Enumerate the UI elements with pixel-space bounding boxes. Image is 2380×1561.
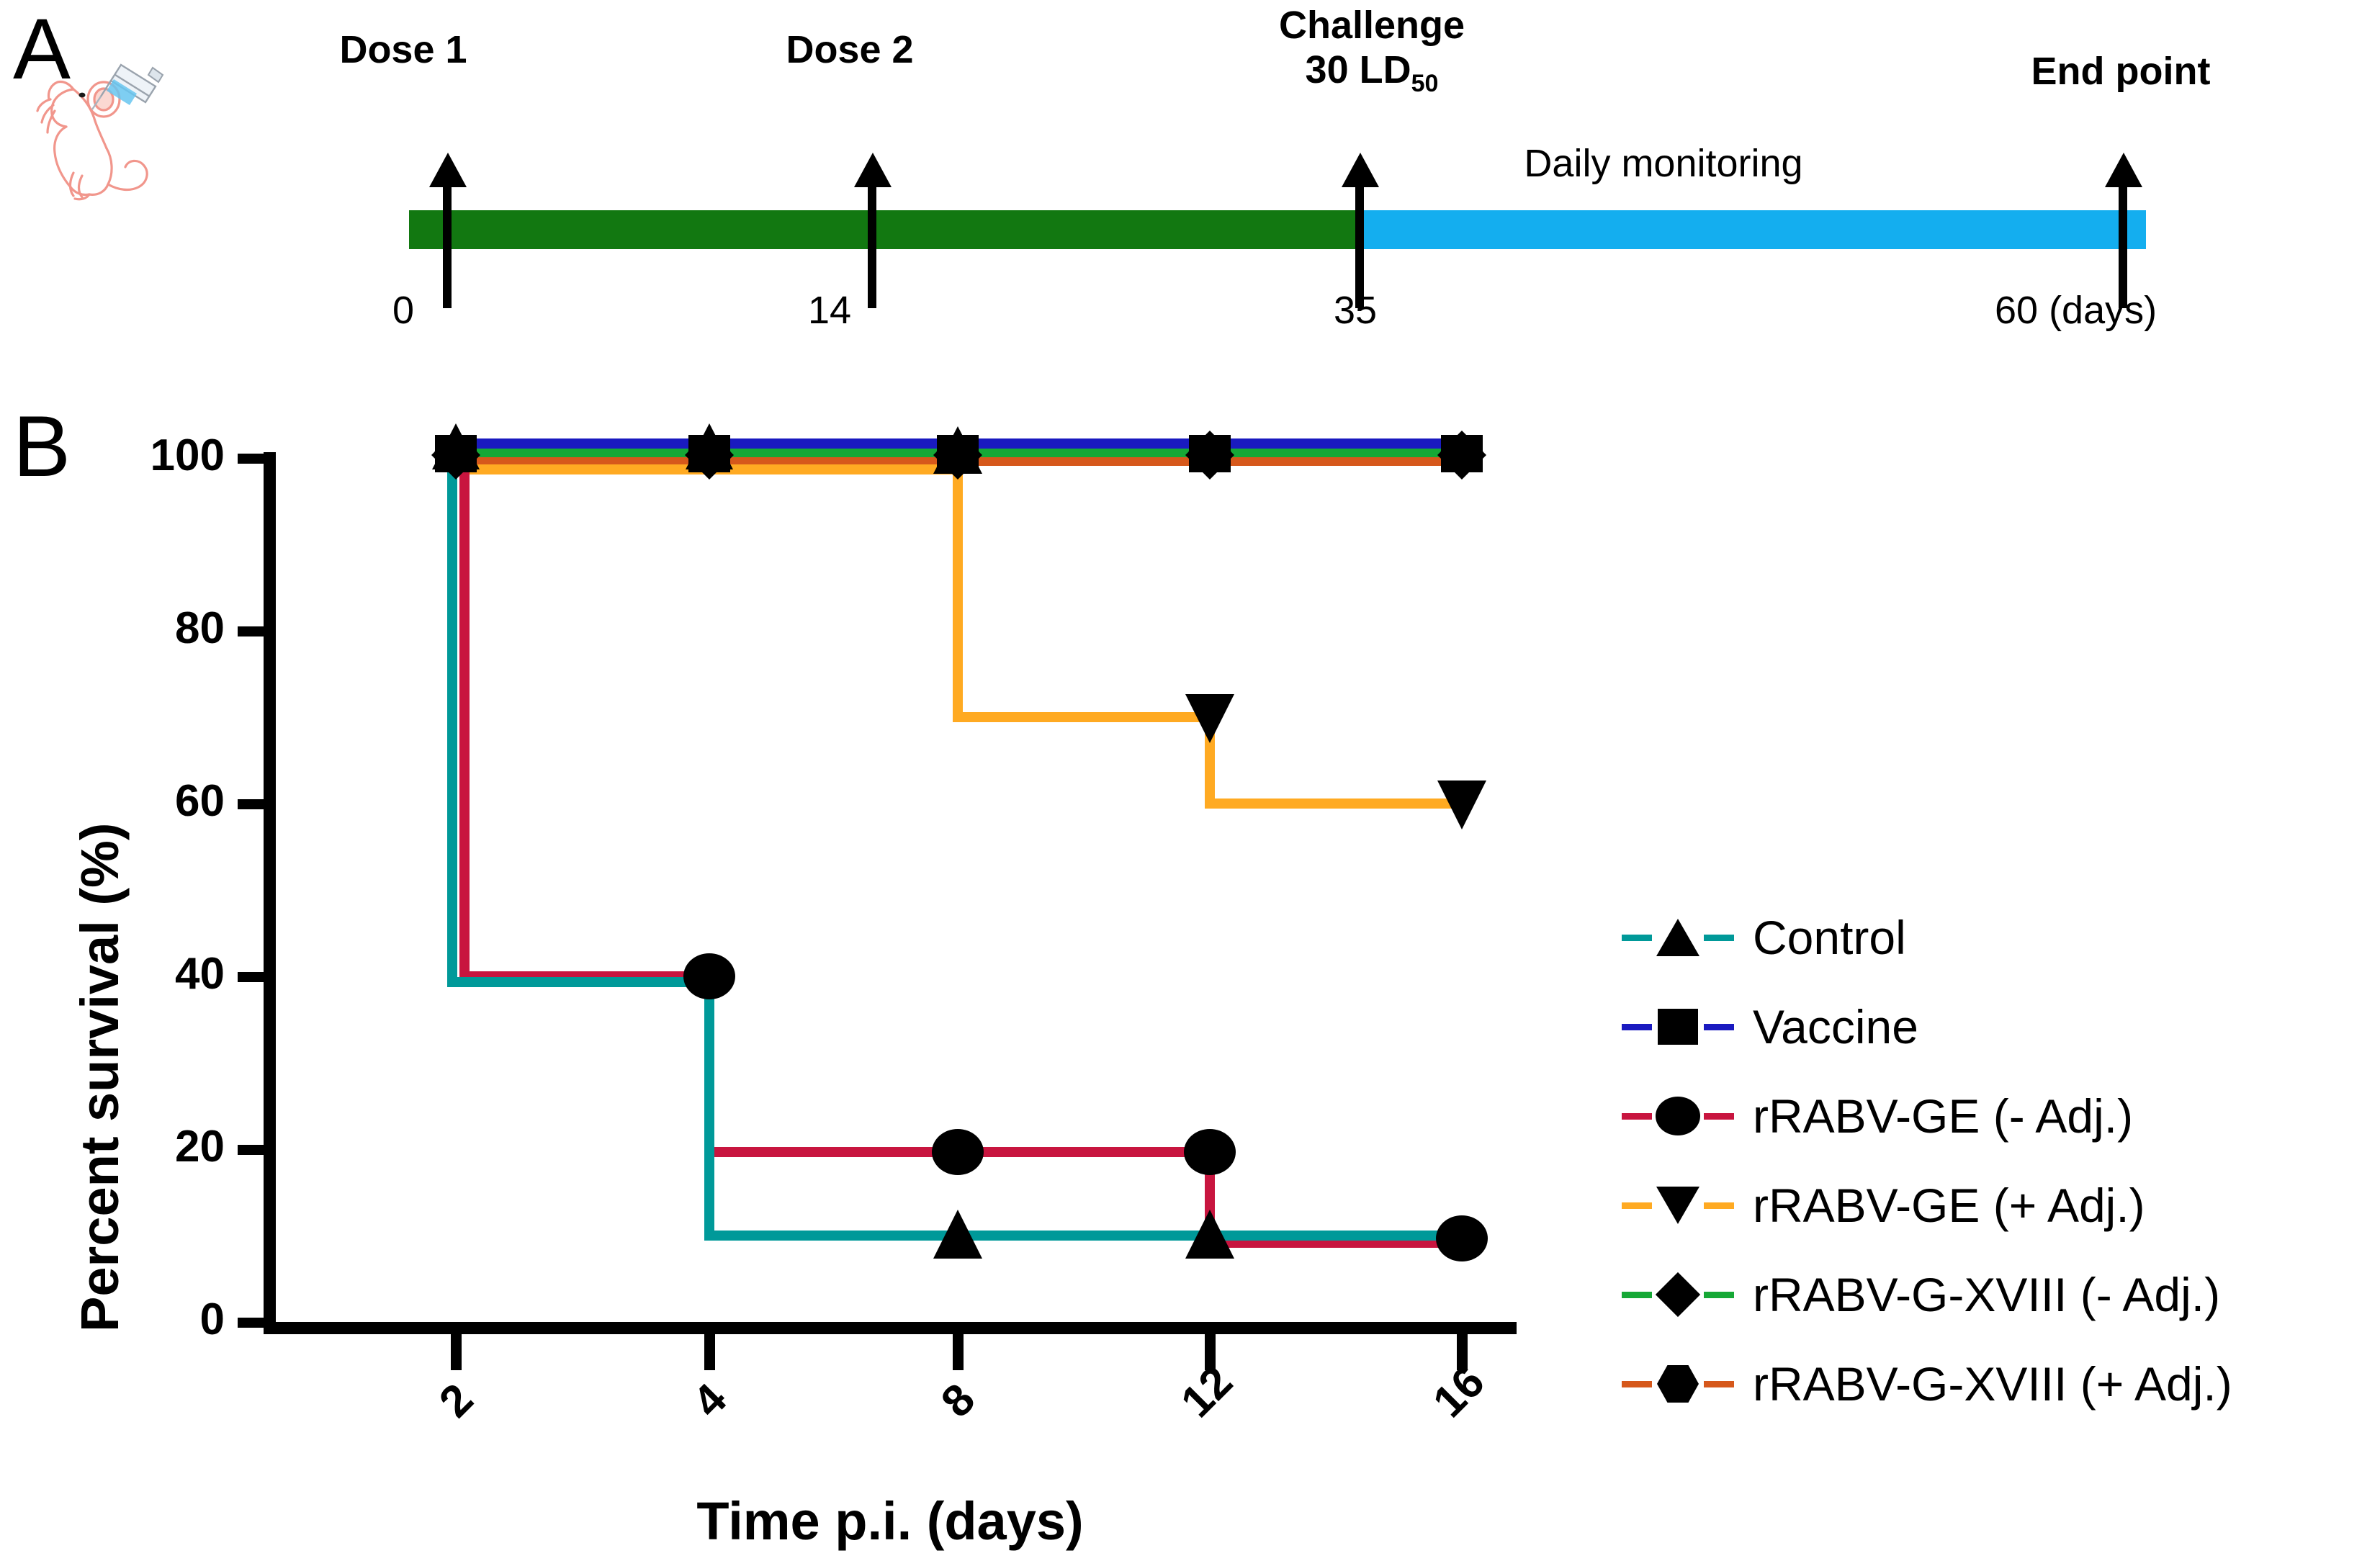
legend-key-rrabv-ge-plus-adj: [1622, 1184, 1734, 1227]
series-line-rrabv-ge-plus-adj: [456, 464, 1462, 809]
legend-item-rrabv-g-xviii-minus-adj[interactable]: rRABV-G-XVIII (- Adj.): [1622, 1250, 2232, 1339]
y-tick-20: [238, 1145, 266, 1155]
legend-item-rrabv-ge-minus-adj[interactable]: rRABV-GE (- Adj.): [1622, 1071, 2232, 1161]
legend-dash-right-vaccine: [1704, 1024, 1734, 1030]
legend-label-rrabv-ge-minus-adj: rRABV-GE (- Adj.): [1753, 1089, 2134, 1143]
y-axis-line: [264, 452, 276, 1328]
panel-b-survival-chart: B Percent survival (%) 100 80 60 40 20 0…: [0, 389, 2380, 1561]
legend-key-rrabv-g-xviii-plus-adj: [1622, 1362, 1734, 1405]
marker-ge-plus-d16: [1437, 780, 1486, 829]
x-tick-2: [451, 1334, 462, 1370]
legend-key-vaccine: [1622, 1005, 1734, 1048]
timeline-day-dose2: 14: [807, 289, 852, 332]
timeline-label-challenge-line1: Challenge: [1278, 4, 1465, 47]
marker-ge-plus-d4: [686, 423, 733, 469]
legend-dash-right-control: [1704, 935, 1734, 941]
series-markers: [431, 423, 1488, 1261]
x-tick-4: [704, 1334, 715, 1370]
timeline-day-end-point: 60 (days): [1995, 289, 2157, 332]
timeline-arrow-end-point: [2104, 153, 2142, 308]
triangle-up-icon: [1656, 919, 1699, 956]
square-icon: [1658, 1009, 1698, 1045]
legend-label-control: Control: [1753, 911, 1906, 964]
legend-label-rrabv-g-xviii-minus-adj: rRABV-G-XVIII (- Adj.): [1753, 1268, 2221, 1321]
legend-key-rrabv-ge-minus-adj: [1622, 1094, 1734, 1138]
survival-curves: [431, 423, 1488, 1261]
timeline-day-dose1: 0: [392, 289, 415, 332]
legend-item-vaccine[interactable]: Vaccine: [1622, 982, 2232, 1071]
challenge-dose-subscript: 50: [1411, 69, 1439, 97]
timeline-label-dose2: Dose 2: [786, 28, 914, 71]
legend-dash-left-xviii-minus: [1622, 1292, 1652, 1298]
legend-dash-left-control: [1622, 935, 1652, 941]
legend-label-rrabv-ge-plus-adj: rRABV-GE (+ Adj.): [1753, 1179, 2145, 1232]
y-tick-100: [238, 454, 266, 464]
timeline-day-challenge: 35: [1333, 289, 1378, 332]
y-tick-label-0: 0: [199, 1295, 225, 1344]
legend-item-rrabv-g-xviii-plus-adj[interactable]: rRABV-G-XVIII (+ Adj.): [1622, 1339, 2232, 1429]
hexagon-icon: [1657, 1365, 1699, 1403]
timeline-label-challenge-line2: 30 LD50: [1217, 50, 1527, 96]
series-line-rrabv-ge-minus-adj: [459, 452, 1462, 1248]
y-tick-label-40: 40: [175, 949, 225, 999]
marker-ge-plus-d8: [933, 426, 982, 474]
timeline-label-end-point: End point: [2031, 50, 2211, 93]
panel-a-timeline: A: [0, 0, 2380, 403]
y-tick-label-20: 20: [175, 1122, 225, 1171]
legend-key-control: [1622, 916, 1734, 959]
y-tick-0: [238, 1318, 266, 1328]
legend-label-rrabv-g-xviii-plus-adj: rRABV-G-XVIII (+ Adj.): [1753, 1357, 2232, 1411]
y-tick-label-80: 80: [175, 603, 225, 653]
chart-legend: Control Vaccine rRABV-GE (- Adj.): [1622, 893, 2232, 1429]
marker-ge-minus-d16: [1436, 1215, 1488, 1261]
legend-dash-left-xviii-plus: [1622, 1381, 1652, 1387]
marker-control-d12: [1185, 1210, 1234, 1259]
marker-xviii-plus-d12: [1187, 435, 1232, 472]
triangle-down-icon: [1656, 1187, 1699, 1224]
legend-item-control[interactable]: Control: [1622, 893, 2232, 982]
x-tick-12: [1205, 1334, 1216, 1370]
legend-key-rrabv-g-xviii-minus-adj: [1622, 1272, 1734, 1318]
timeline-arrow-challenge: [1341, 153, 1379, 308]
x-tick-8: [953, 1334, 964, 1370]
timeline-label-daily-monitoring: Daily monitoring: [1524, 142, 1803, 185]
y-tick-label-60: 60: [175, 776, 225, 826]
marker-ge-minus-d12: [1184, 1129, 1236, 1175]
x-axis-line: [264, 1322, 1517, 1334]
legend-dash-left-ge-minus: [1622, 1113, 1652, 1120]
timeline-arrow-dose2: [853, 153, 892, 308]
diamond-icon: [1655, 1272, 1701, 1318]
marker-ge-minus-d4: [683, 953, 735, 999]
y-tick-80: [238, 626, 266, 636]
x-axis-title: Time p.i. (days): [696, 1491, 1084, 1551]
timeline-arrow-dose1: [428, 153, 467, 308]
panel-a-letter: A: [13, 1, 71, 97]
legend-item-rrabv-ge-plus-adj[interactable]: rRABV-GE (+ Adj.): [1622, 1161, 2232, 1250]
timeline-bar-immunization: [409, 210, 1360, 249]
mouse-injection-icon: [29, 58, 187, 202]
marker-xviii-plus-d16: [1440, 435, 1484, 472]
challenge-dose-text: 30 LD: [1305, 48, 1411, 91]
y-tick-40: [238, 972, 266, 982]
marker-ge-plus-d12: [1185, 694, 1234, 743]
legend-dash-right-ge-plus: [1704, 1202, 1734, 1209]
circle-icon: [1656, 1097, 1700, 1135]
marker-control-d8: [933, 1210, 982, 1259]
legend-dash-right-ge-minus: [1704, 1113, 1734, 1120]
legend-dash-left-vaccine: [1622, 1024, 1652, 1030]
timeline-label-dose1: Dose 1: [339, 28, 467, 71]
timeline-bar-monitoring: [1360, 210, 2146, 249]
y-tick-label-100: 100: [150, 431, 225, 480]
legend-dash-left-ge-plus: [1622, 1202, 1652, 1209]
panel-b-letter: B: [13, 398, 71, 495]
y-tick-60: [238, 799, 266, 809]
marker-ge-minus-d8: [932, 1129, 984, 1175]
legend-dash-right-xviii-plus: [1704, 1381, 1734, 1387]
x-tick-16: [1457, 1334, 1468, 1370]
legend-label-vaccine: Vaccine: [1753, 1000, 1918, 1053]
legend-dash-right-xviii-minus: [1704, 1292, 1734, 1298]
marker-ge-plus-d2: [432, 423, 480, 469]
